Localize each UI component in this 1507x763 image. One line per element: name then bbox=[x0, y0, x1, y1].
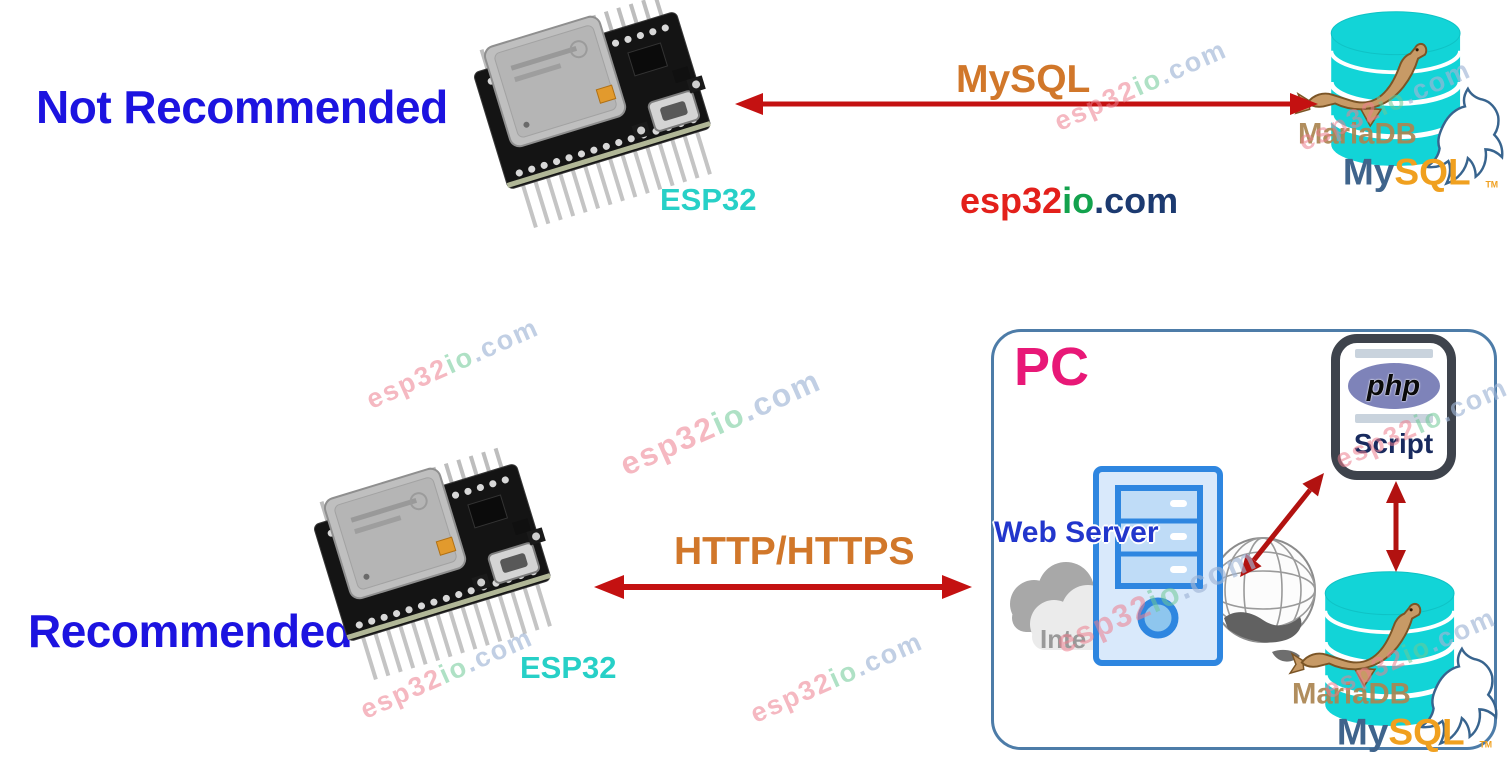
http-connection-arrow bbox=[594, 575, 972, 599]
php-script-icon: php Script bbox=[1331, 334, 1456, 480]
watermark: esp32io.com bbox=[745, 625, 928, 729]
site-logo: esp32io.com bbox=[960, 180, 1178, 222]
php-badge-bar bbox=[1354, 414, 1433, 423]
site-logo-io: io bbox=[1062, 180, 1095, 221]
web-server-label: Web Server bbox=[994, 516, 1159, 549]
php-badge-bar bbox=[1354, 349, 1433, 358]
internet-partial-label: Inte bbox=[1040, 624, 1086, 654]
power-button bbox=[1137, 597, 1179, 639]
not-recommended-heading: Not Recommended bbox=[36, 81, 448, 133]
php-logo-text: php bbox=[1366, 369, 1421, 402]
php-logo: php bbox=[1347, 363, 1440, 409]
web-server-tower-icon bbox=[1093, 466, 1223, 666]
mariadb-mysql-database-bottom bbox=[1288, 560, 1503, 763]
site-logo-domain: .com bbox=[1094, 180, 1179, 221]
mariadb-mysql-database-top bbox=[1294, 0, 1507, 205]
esp32-board-bottom bbox=[290, 442, 590, 682]
pc-title: PC bbox=[1014, 337, 1090, 397]
esp32-label-top: ESP32 bbox=[660, 182, 757, 217]
mysql-protocol-label: MySQL bbox=[956, 58, 1091, 101]
watermark: esp32io.com bbox=[614, 361, 827, 483]
recommended-heading: Recommended bbox=[28, 605, 353, 657]
esp32-label-bottom: ESP32 bbox=[520, 650, 617, 685]
site-logo-esp32: esp32 bbox=[960, 180, 1063, 221]
http-protocol-label: HTTP/HTTPS bbox=[674, 530, 915, 573]
pc-box bbox=[991, 329, 1497, 750]
php-script-label: Script bbox=[1353, 428, 1434, 459]
watermark: esp32io.com bbox=[361, 311, 544, 415]
